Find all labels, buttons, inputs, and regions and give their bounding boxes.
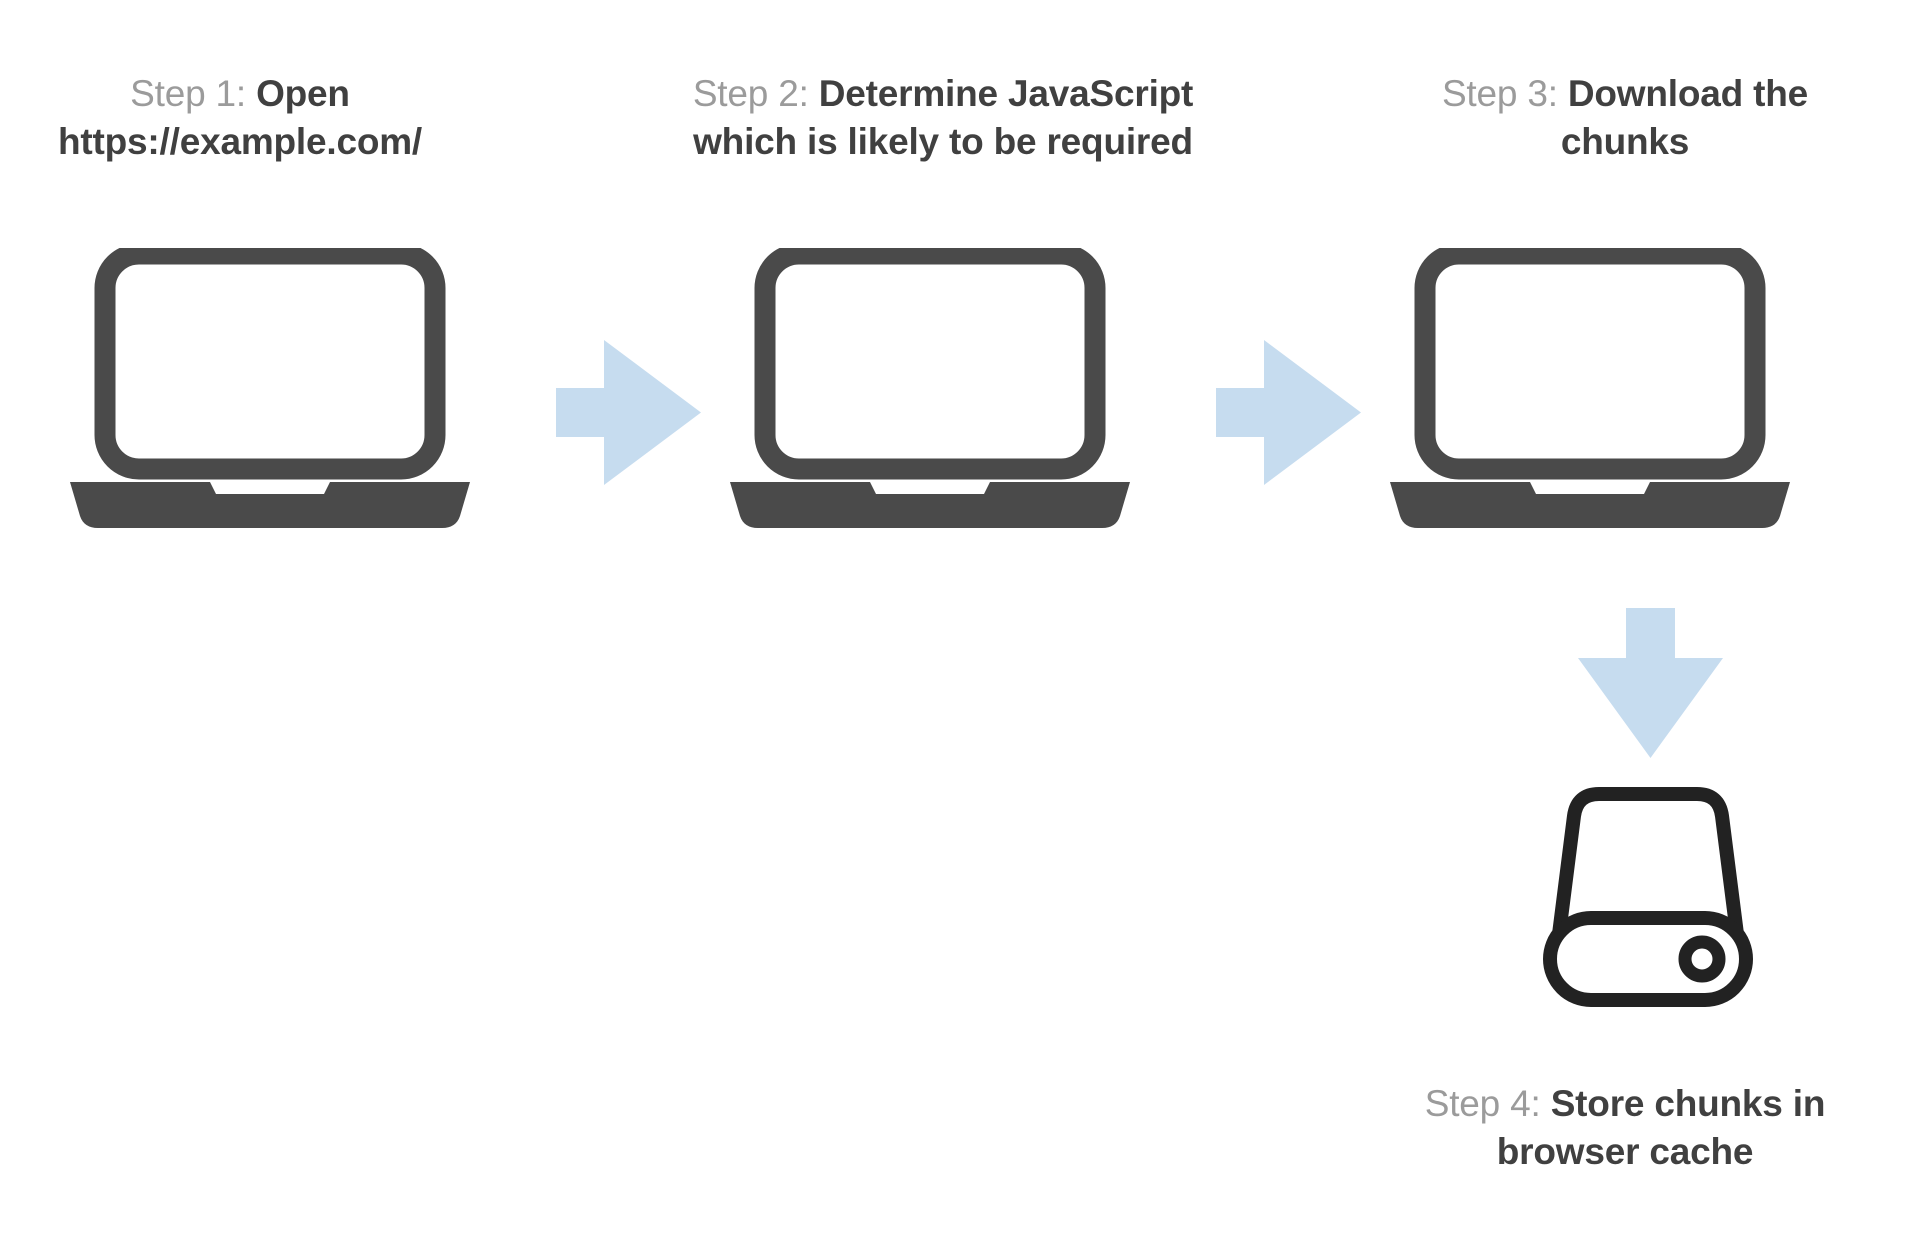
step-4-label: Step 4:	[1424, 1083, 1551, 1124]
laptop-icon-step-1	[60, 248, 480, 568]
step-3-caption: Step 3: Download the chunks	[1400, 70, 1850, 166]
arrow-right-icon-1	[556, 340, 701, 485]
drive-led-indicator	[1678, 935, 1726, 983]
step-2-caption: Step 2: Determine JavaScript which is li…	[648, 70, 1238, 166]
step-1-text: Open https://example.com/	[57, 73, 423, 163]
step-3-text: Download the chunks	[1560, 73, 1809, 163]
step-4-text: Store chunks in browser cache	[1496, 1083, 1826, 1173]
laptop-icon-step-3	[1380, 248, 1800, 568]
arrow-down-icon	[1578, 608, 1723, 758]
laptop-screen-shell	[754, 248, 1106, 480]
laptop-screen-shell	[1414, 248, 1766, 480]
step-2-text: Determine JavaScript which is likely to …	[693, 73, 1194, 163]
drive-body-top	[1551, 787, 1745, 949]
step-1-label: Step 1:	[130, 73, 257, 114]
step-2-label: Step 2:	[692, 73, 819, 114]
step-1-caption: Step 1: Open https://example.com/	[30, 70, 450, 166]
laptop-screen-shell	[94, 248, 446, 480]
laptop-icon-step-2	[720, 248, 1140, 568]
laptop-base	[1390, 482, 1790, 528]
hard-drive-icon	[1528, 782, 1768, 1012]
step-3-label: Step 3:	[1441, 73, 1568, 114]
laptop-base	[730, 482, 1130, 528]
laptop-base	[70, 482, 470, 528]
step-4-caption: Step 4: Store chunks in browser cache	[1400, 1080, 1850, 1176]
arrow-right-icon-2	[1216, 340, 1361, 485]
